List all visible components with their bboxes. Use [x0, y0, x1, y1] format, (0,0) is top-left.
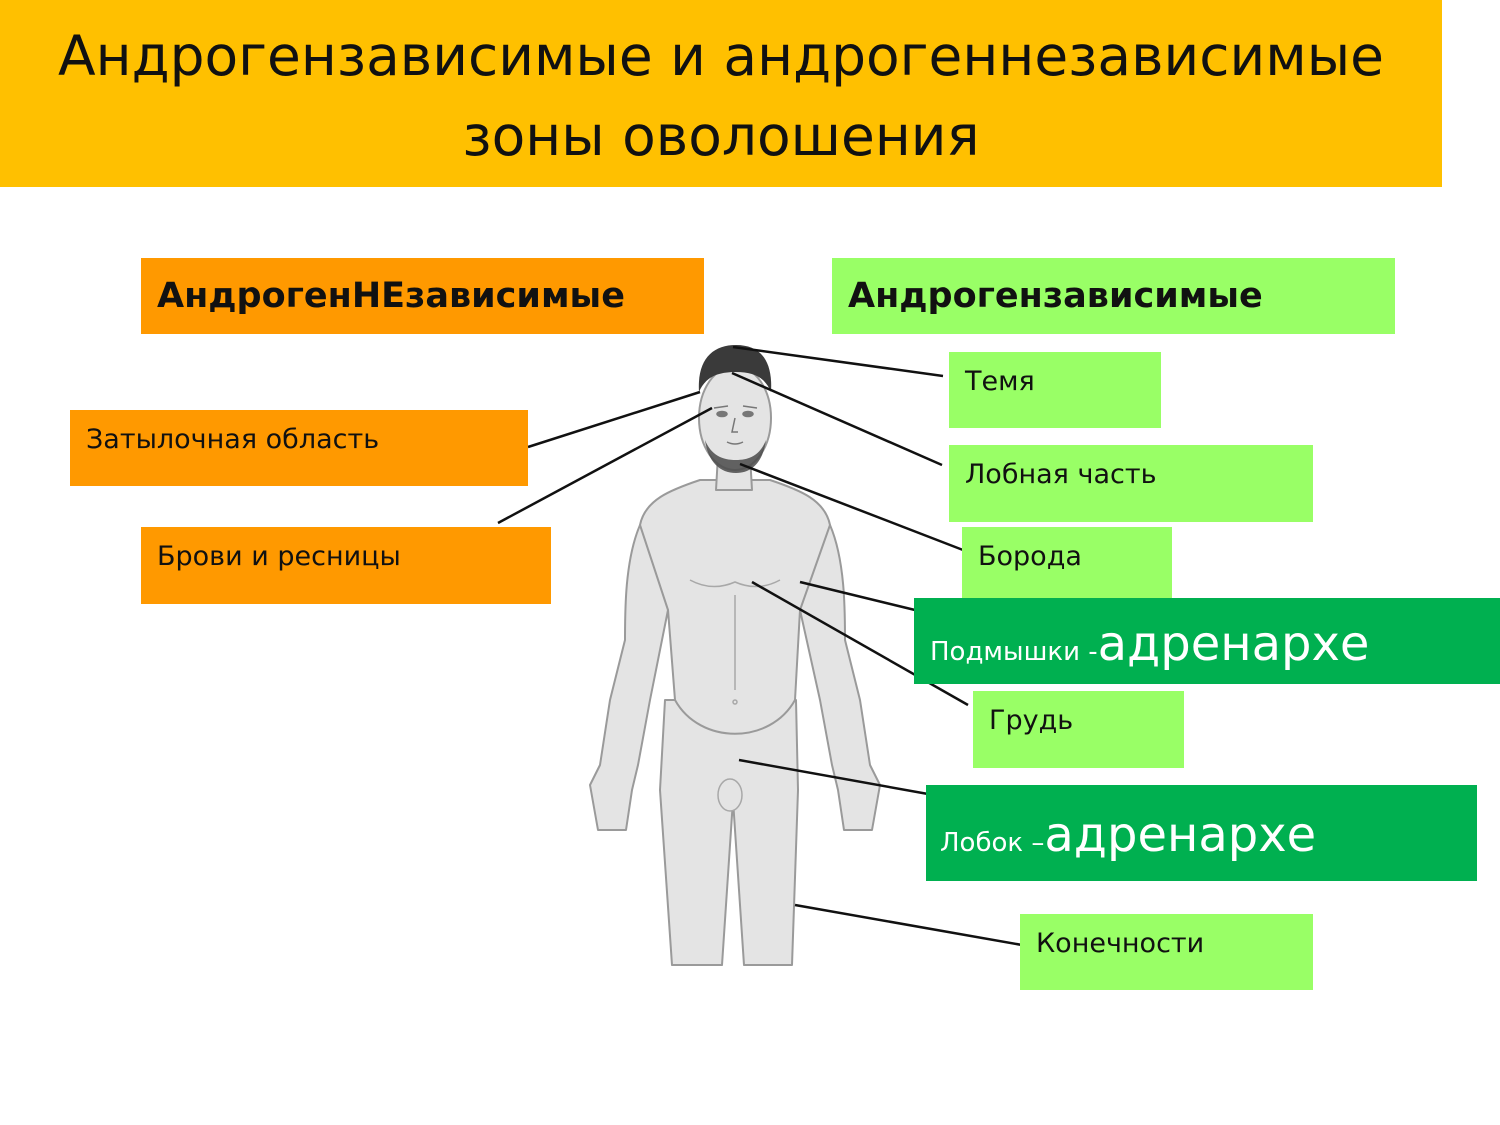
line-limbs: [794, 903, 1023, 947]
title-line-2: зоны оволошения: [462, 104, 980, 168]
label-forehead: Лобная часть: [949, 445, 1313, 522]
line-occiput: [527, 390, 701, 449]
androgen-independent-header: АндрогенНЕзависимые: [141, 258, 704, 334]
label-occiput: Затылочная область: [70, 410, 528, 486]
label-chest: Грудь: [973, 691, 1184, 768]
label-armpits: Подмышки -адренархе: [914, 598, 1500, 684]
body-details: [689, 579, 781, 812]
legs-shape: [659, 699, 799, 966]
face-details: [713, 405, 758, 445]
line-pubis: [738, 758, 929, 796]
beard-shape: [705, 440, 766, 473]
left-arm-shape: [589, 524, 669, 831]
androgen-dependent-header: Андрогензависимые: [832, 258, 1395, 334]
hair-shape: [698, 345, 772, 392]
title-line-1: Андрогензависимые и андрогеннезависимые: [57, 24, 1384, 88]
connector-lines: [497, 345, 1023, 947]
label-pubis: Лобок –адренархе: [926, 785, 1477, 881]
armpits-prefix: Подмышки -: [930, 637, 1098, 667]
line-brows: [497, 406, 713, 525]
line-forehead: [731, 371, 943, 467]
label-limbs: Конечности: [1020, 914, 1313, 990]
label-beard: Борода: [962, 527, 1172, 603]
armpits-suffix: адренархе: [1097, 616, 1370, 672]
line-beard: [739, 462, 964, 552]
label-brows-lashes: Брови и ресницы: [141, 527, 551, 604]
line-chest: [751, 580, 969, 707]
label-crown: Темя: [949, 352, 1161, 428]
title-banner: Андрогензависимые и андрогеннезависимые …: [0, 0, 1442, 187]
line-armpits: [799, 580, 916, 612]
line-crown: [732, 345, 944, 378]
torso-shape: [635, 479, 833, 735]
human-body-figure-icon: [589, 365, 881, 966]
pubis-prefix: Лобок –: [940, 828, 1045, 858]
pubis-suffix: адренархе: [1044, 807, 1317, 863]
